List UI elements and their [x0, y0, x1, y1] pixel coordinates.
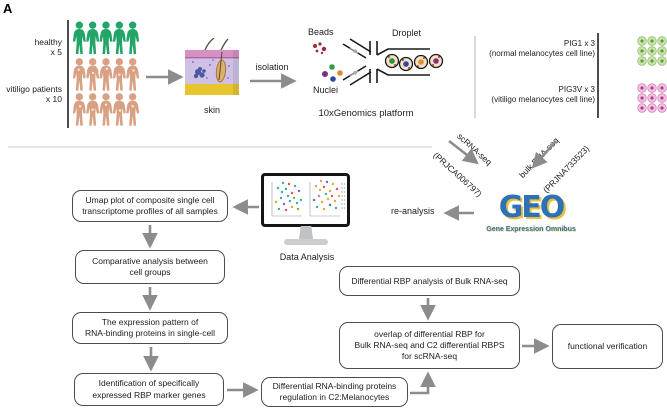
umap-box: Umap plot of composite single cell trans… — [72, 190, 228, 222]
healthy-people-icon — [72, 21, 140, 54]
comparative-box: Comparative analysis between cell groups — [75, 250, 225, 284]
vitiligo-group-label: vitiligo patients x 10 — [6, 84, 62, 105]
data-analysis-label: Data Analysis — [279, 252, 335, 262]
monitor-base — [284, 239, 328, 245]
expression-box: The expression pattern of RNA-binding pr… — [72, 312, 228, 344]
nuclei-label: Nuclei — [313, 85, 339, 95]
monitor-stand — [299, 226, 313, 239]
diff-rbp-bulk-box: Differential RBP analysis of Bulk RNA-se… — [339, 266, 520, 296]
skin-gland — [193, 67, 206, 79]
geo-logo-icon: GEO — [498, 190, 566, 225]
platform-label: 10xGenomics platform — [318, 108, 414, 119]
reanalysis-label: re-analysis — [391, 206, 435, 216]
diff-rna-binding-box: Differential RNA-binding proteins regula… — [261, 377, 408, 407]
identification-box: Identification of specifically expressed… — [74, 373, 224, 406]
normal-cells-icon — [637, 36, 667, 66]
scrna-seq-label: scRNA-seq — [455, 131, 494, 168]
umap-screen-plots — [271, 179, 346, 217]
panel-label: A — [3, 1, 13, 16]
isolation-label: isolation — [255, 62, 289, 72]
geo-logo: GEO Gene Expression Omnibus — [483, 190, 579, 234]
droplet-label: Droplet — [392, 28, 422, 38]
cellline-left-divider — [474, 36, 476, 118]
beads-label: Beads — [308, 27, 334, 37]
beads-dots — [313, 42, 327, 55]
functional-verification-box: functional verification — [552, 324, 663, 369]
skin-label: skin — [203, 105, 220, 115]
left-group-divider — [67, 20, 69, 128]
overlap-box: overlap of differential RBP for Bulk RNA… — [339, 322, 520, 369]
arrow-elbow-to-overlap — [410, 371, 436, 395]
section-divider — [8, 146, 432, 148]
microfluidic-device-icon — [313, 38, 444, 86]
screen-legend-dots — [341, 183, 346, 209]
pig1-label: PIG1 x 3 (normal melanocytes cell line) — [489, 39, 595, 58]
vitiligo-patches — [77, 67, 135, 115]
nuclei-dots — [322, 64, 343, 82]
cellline-right-divider — [597, 33, 599, 118]
droplets — [384, 53, 444, 72]
geo-subtitle: Gene Expression Omnibus — [486, 226, 576, 233]
monitor-icon — [261, 173, 350, 227]
vitiligo-people-icon — [72, 58, 140, 126]
vitiligo-cells-icon — [637, 83, 667, 113]
skin-icon — [185, 38, 239, 95]
pig3v-label: PIG3V x 3 (vitiligo melanocytes cell lin… — [491, 85, 595, 104]
healthy-group-label: healthy x 5 — [34, 37, 62, 58]
